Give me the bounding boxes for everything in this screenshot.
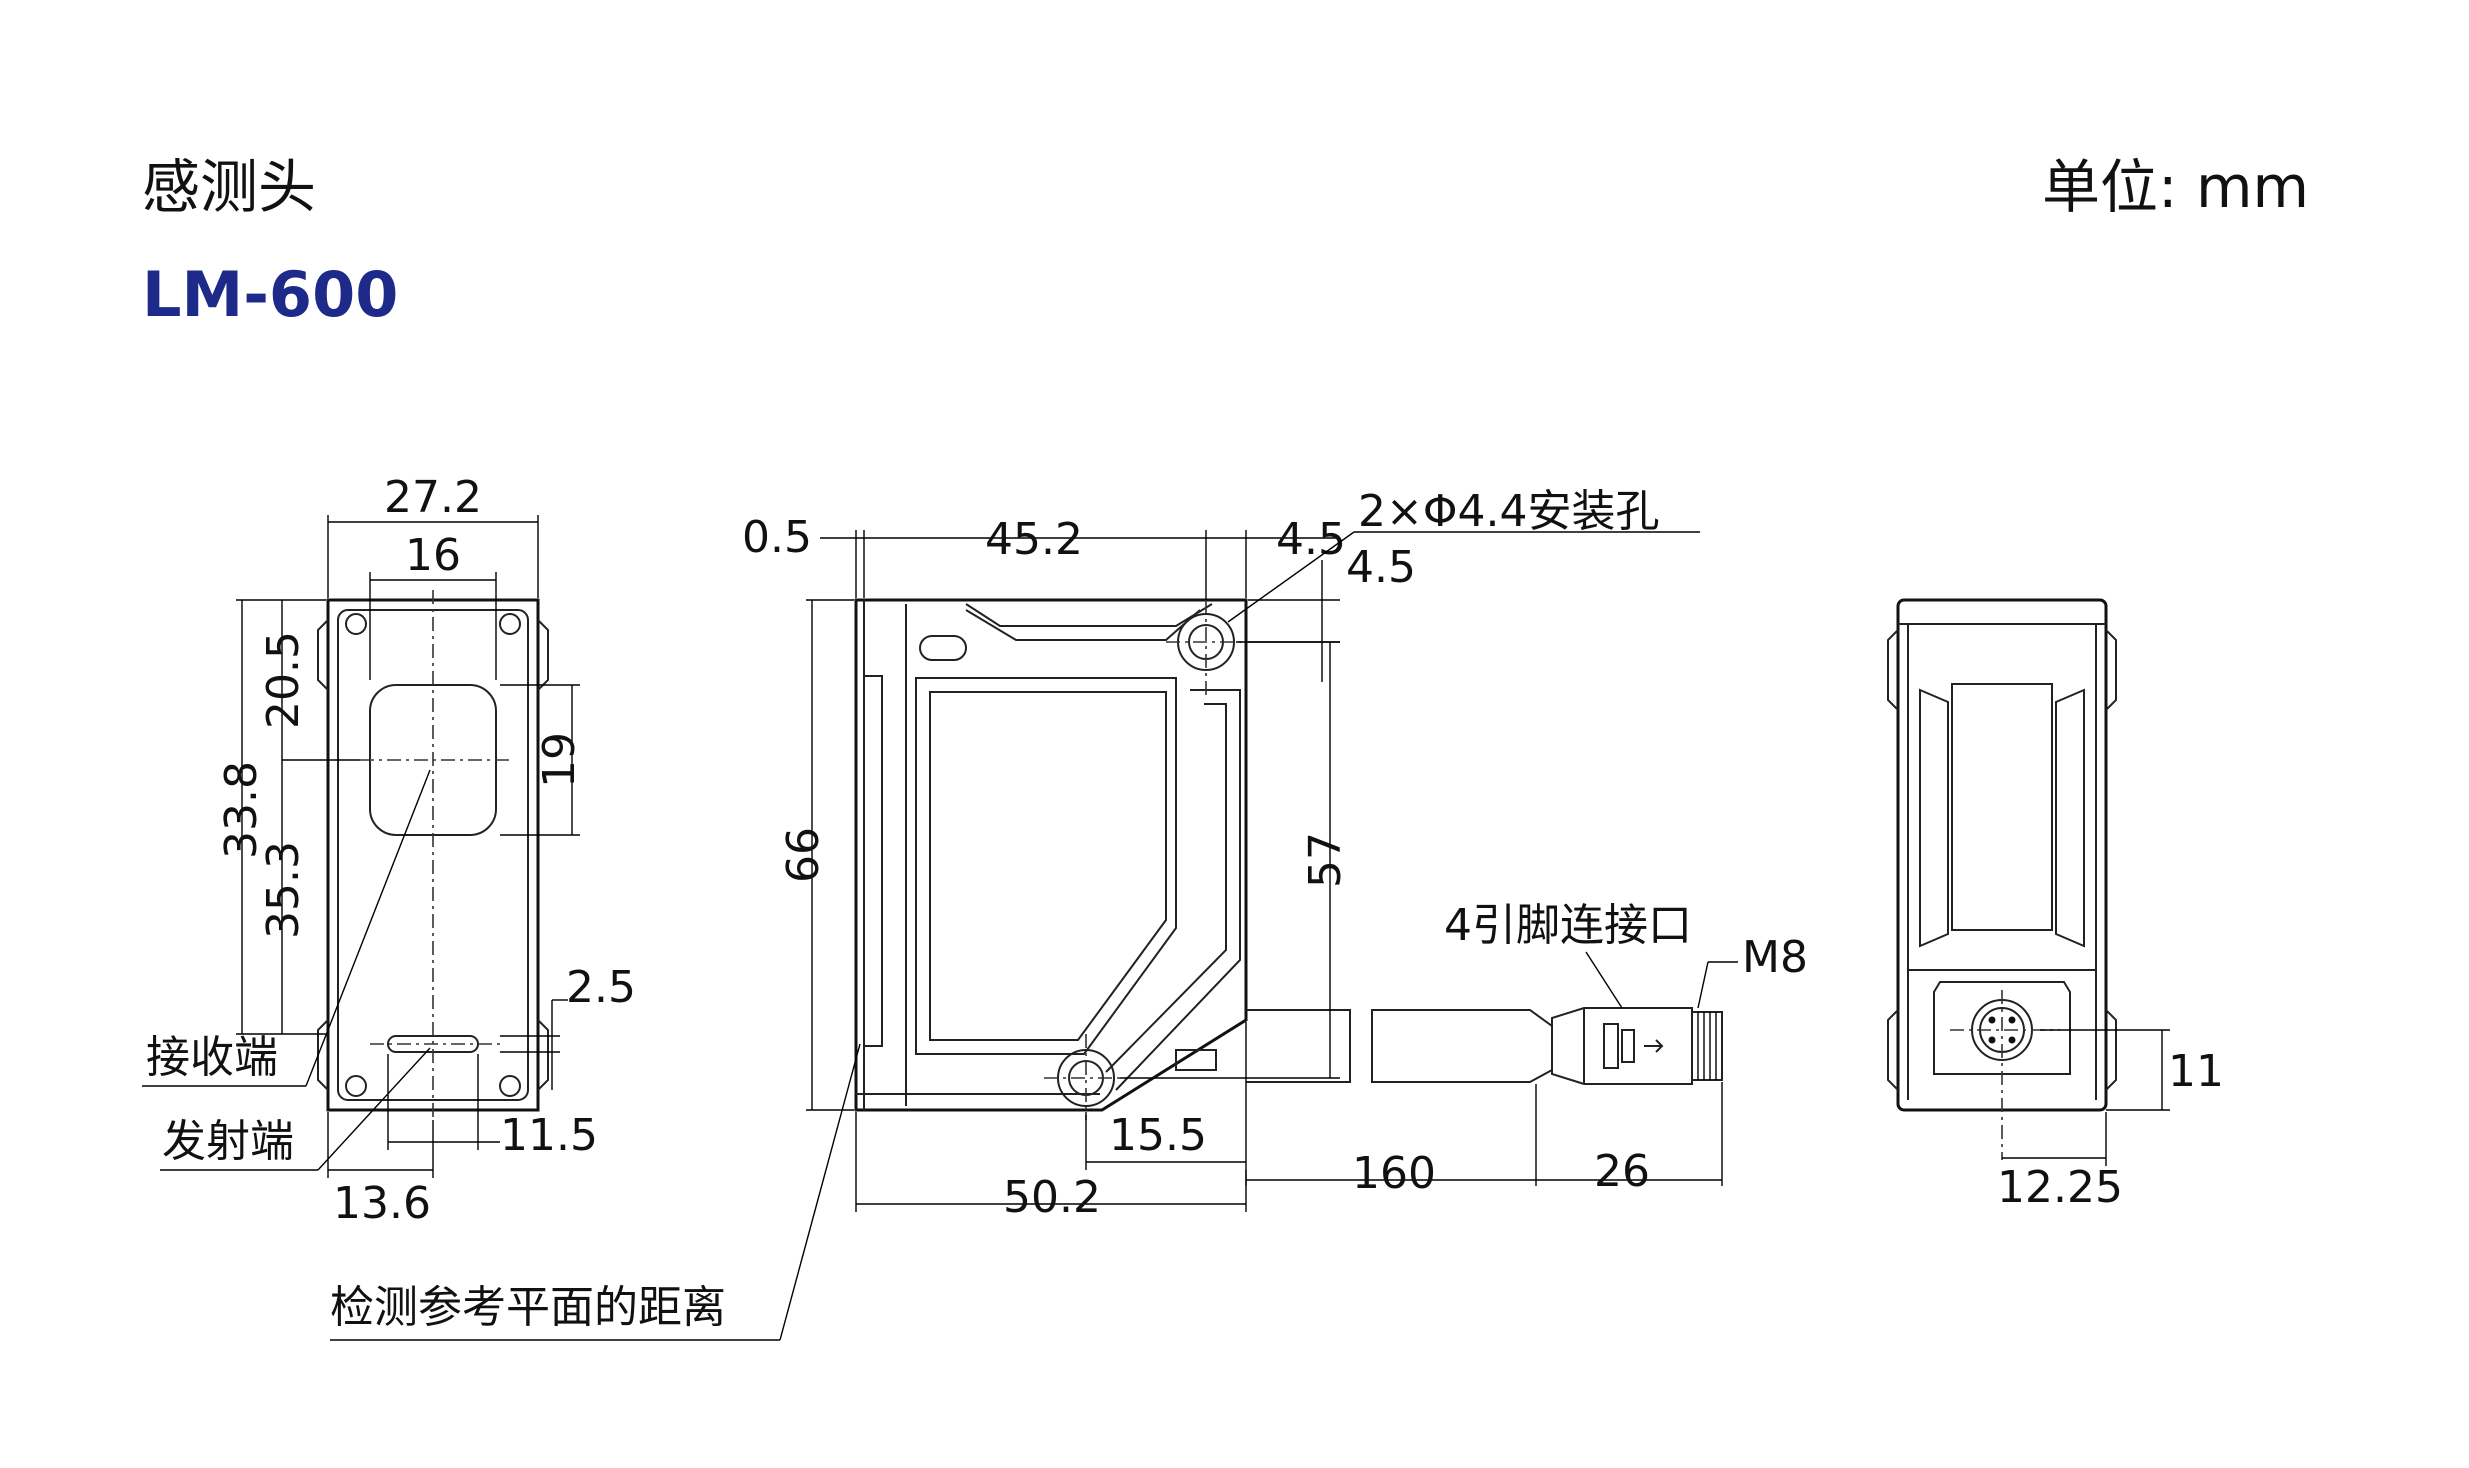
side-window-outer (915, 677, 1177, 1055)
rear-body-outline (1896, 598, 2108, 1112)
dim-side-offset: 0.5 (742, 512, 812, 563)
dim-height-total: 66 (778, 827, 829, 883)
model-name: LM-600 (142, 258, 399, 331)
dim-hole-spacing: 57 (1300, 832, 1351, 888)
dim-top-width: 45.2 (985, 514, 1083, 565)
emitter-label: 发射端 (162, 1116, 294, 1167)
dim-upper-offset: 20.5 (258, 631, 309, 729)
dim-emitter-height: 35.3 (258, 841, 309, 939)
rear-window (1951, 683, 2053, 931)
dim-connector-length: 26 (1594, 1146, 1650, 1197)
reference-plane-label: 检测参考平面的距离 (330, 1282, 726, 1333)
dim-slot-offset: 2.5 (566, 962, 636, 1013)
mounting-holes-label: 2×Φ4.4安装孔 (1358, 486, 1659, 537)
side-body-outline (854, 598, 1248, 1112)
dim-hole-offset-y: 4.5 (1346, 542, 1416, 593)
dim-receiver-height: 33.8 (216, 761, 267, 859)
side-window-inner (929, 691, 1167, 1041)
dim-bottom-width: 50.2 (1003, 1172, 1101, 1223)
side-tab (1175, 1049, 1217, 1071)
connector-type-label: M8 (1742, 932, 1808, 983)
front-screw-icon (345, 613, 367, 635)
dim-front-width: 27.2 (384, 472, 482, 523)
dim-connector-height: 11 (2168, 1046, 2224, 1097)
rear-view: 11 12.25 (1887, 598, 2224, 1213)
dim-cable-length: 160 (1352, 1148, 1436, 1199)
cable-right (1371, 1009, 1553, 1083)
side-rib (863, 675, 883, 1047)
dim-half-width: 13.6 (333, 1178, 431, 1229)
side-view: 0.5 45.2 4.5 4.5 2×Φ4.4安装孔 66 57 15.5 50… (330, 486, 1808, 1341)
front-screw-icon (499, 613, 521, 635)
dim-slot-width: 11.5 (500, 1110, 598, 1161)
receiver-label: 接收端 (146, 1032, 278, 1083)
side-indicator-slot (919, 635, 967, 661)
connector-label: 4引脚连接口 (1444, 900, 1692, 951)
dim-window-width: 16 (405, 530, 461, 581)
m8-connector-icon (1551, 1007, 1723, 1085)
dim-hole-offset-x: 4.5 (1276, 514, 1346, 565)
front-screw-icon (345, 1075, 367, 1097)
dim-connector-offset: 12.25 (1997, 1162, 2123, 1213)
section-title: 感测头 (142, 153, 317, 221)
cable-left (1246, 1009, 1351, 1083)
unit-label: 单位: mm (2042, 153, 2309, 221)
front-clip-left-top (317, 619, 329, 691)
front-screw-icon (499, 1075, 521, 1097)
rear-connector-pocket (1933, 981, 2071, 1075)
dim-bottom-hole-offset: 15.5 (1109, 1110, 1207, 1161)
front-view: 27.2 16 20.5 33.8 35.3 19 2.5 11.5 (142, 472, 636, 1229)
front-clip-right-bottom (537, 1019, 549, 1091)
dim-window-height: 19 (534, 732, 585, 788)
